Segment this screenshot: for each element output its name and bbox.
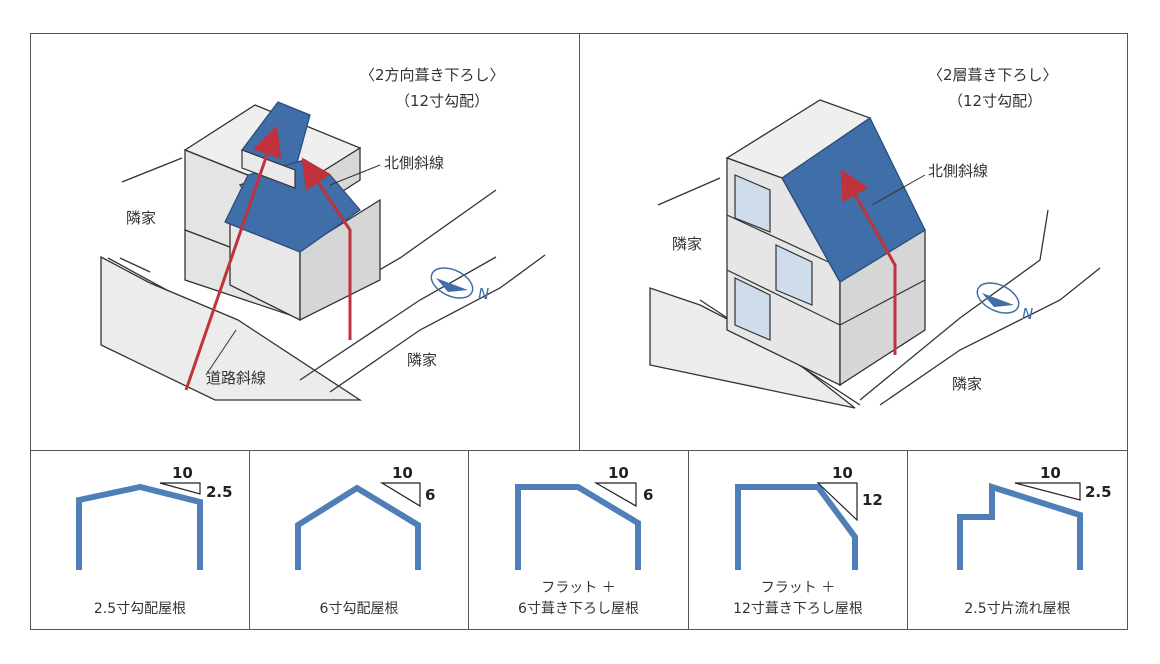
panel-divider-4: [907, 450, 909, 630]
profile-6-gable: [295, 484, 421, 570]
top-left-neighbor-b: 隣家: [407, 351, 438, 369]
panel3-run: 10: [608, 464, 629, 482]
panel3-rise: 6: [643, 486, 654, 504]
panel5-caption-line2: 2.5寸片流れ屋根: [964, 601, 1071, 617]
panel1-rise: 2.5: [206, 483, 233, 501]
panel3-caption-line1: フラット ＋: [541, 580, 616, 596]
top-left-neighbor-a: 隣家: [126, 209, 157, 227]
top-left-compass-n: N: [478, 285, 490, 303]
profile-2-5-gable: [76, 483, 203, 570]
panel5-run: 10: [1040, 464, 1061, 482]
top-right-neighbor-b: 隣家: [952, 375, 983, 393]
slope-triangle-4: [816, 482, 858, 522]
slope-triangle-1: [159, 482, 201, 495]
top-left-title: 〈2方向葺き下ろし〉: [360, 66, 505, 84]
panel2-caption-line2: 6寸勾配屋根: [319, 601, 399, 617]
panel3-caption: フラット ＋ 6寸葺き下ろし屋根: [469, 578, 688, 620]
panel4-run: 10: [832, 464, 853, 482]
slope-triangle-2: [379, 482, 421, 508]
panel4-caption-line1: フラット ＋: [760, 580, 836, 596]
profile-2-5-shed: [957, 482, 1083, 570]
panel-divider-2: [468, 450, 470, 630]
top-left-subtitle: （12寸勾配）: [395, 92, 490, 110]
panel-divider-1: [249, 450, 251, 630]
top-right-north-label: 北側斜線: [928, 162, 989, 180]
row-divider: [30, 450, 1128, 452]
panel1-caption-line1: [31, 578, 249, 599]
top-right-compass-n: N: [1022, 305, 1034, 323]
top-left-north-label: 北側斜線: [384, 154, 445, 172]
top-right-neighbor-a: 隣家: [672, 235, 703, 253]
panel4-caption: フラット ＋ 12寸葺き下ろし屋根: [689, 578, 907, 620]
top-right-title: 〈2層葺き下ろし〉: [928, 66, 1058, 84]
panel1-caption: 2.5寸勾配屋根: [31, 578, 249, 620]
profile-flat-6: [515, 484, 641, 570]
slope-triangle-5: [1014, 482, 1081, 501]
panel1-caption-line2: 2.5寸勾配屋根: [93, 601, 187, 617]
panel5-caption-line1: [908, 578, 1127, 599]
panel2-run: 10: [392, 464, 413, 482]
top-divider: [579, 33, 581, 451]
panel4-rise: 12: [862, 491, 883, 509]
profile-flat-12: [735, 484, 858, 570]
panel4-caption-line2: 12寸葺き下ろし屋根: [733, 601, 863, 617]
slope-triangle-3: [593, 482, 637, 508]
top-left-road-label: 道路斜線: [206, 369, 267, 387]
panel3-caption-line2: 6寸葺き下ろし屋根: [518, 601, 639, 617]
panel1-run: 10: [172, 464, 193, 482]
panel5-rise: 2.5: [1085, 483, 1112, 501]
top-right-subtitle: （12寸勾配）: [948, 92, 1043, 110]
panel5-caption: 2.5寸片流れ屋根: [908, 578, 1127, 620]
panel2-rise: 6: [425, 486, 436, 504]
panel2-caption: 6寸勾配屋根: [250, 578, 468, 620]
panel2-caption-line1: [250, 578, 468, 599]
panel-divider-3: [688, 450, 690, 630]
